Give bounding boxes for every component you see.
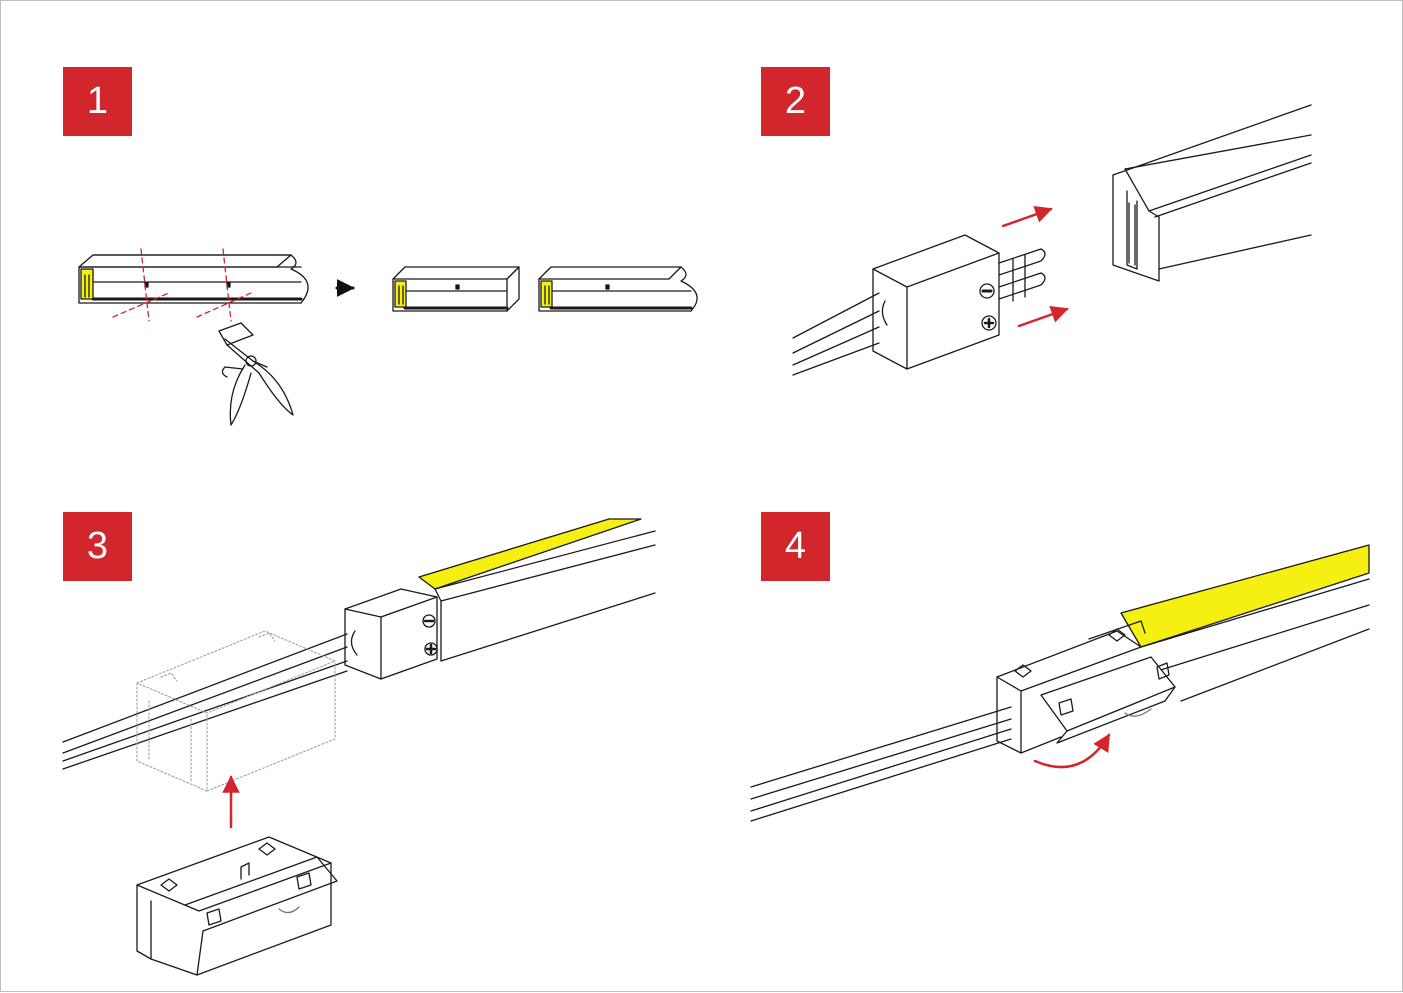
cover-clip [996, 620, 1176, 754]
cut-piece-2 [538, 266, 698, 312]
scissors-icon [218, 322, 294, 426]
plus-terminal-icon [424, 642, 438, 656]
led-strip [418, 518, 656, 662]
step-2-illustration [792, 104, 1312, 376]
step-1-illustration [78, 248, 698, 426]
cover-clip [136, 836, 338, 976]
minus-terminal-icon [979, 283, 995, 299]
uncut-strip [78, 248, 309, 322]
plus-terminal-icon [981, 315, 997, 331]
minus-terminal-icon [422, 614, 436, 628]
connector [344, 588, 438, 680]
insert-arrow-upper-icon [1001, 206, 1053, 228]
connector [872, 234, 1046, 370]
insert-arrow-lower-icon [1017, 306, 1069, 328]
ghost-clip [136, 630, 336, 792]
step-4-badge: 4 [761, 512, 830, 581]
strip-end [1112, 104, 1312, 282]
step-4-illustration [750, 544, 1370, 822]
step-3-illustration [62, 518, 656, 976]
led-strip [1120, 544, 1370, 702]
step-2-badge: 2 [761, 67, 830, 136]
cable [62, 633, 348, 770]
step-1-badge: 1 [63, 67, 132, 136]
step-3-badge: 3 [63, 512, 132, 581]
rotate-arrow-icon [1033, 733, 1111, 769]
cable [750, 706, 1012, 822]
cable [792, 292, 880, 376]
cut-piece-1 [392, 266, 520, 312]
